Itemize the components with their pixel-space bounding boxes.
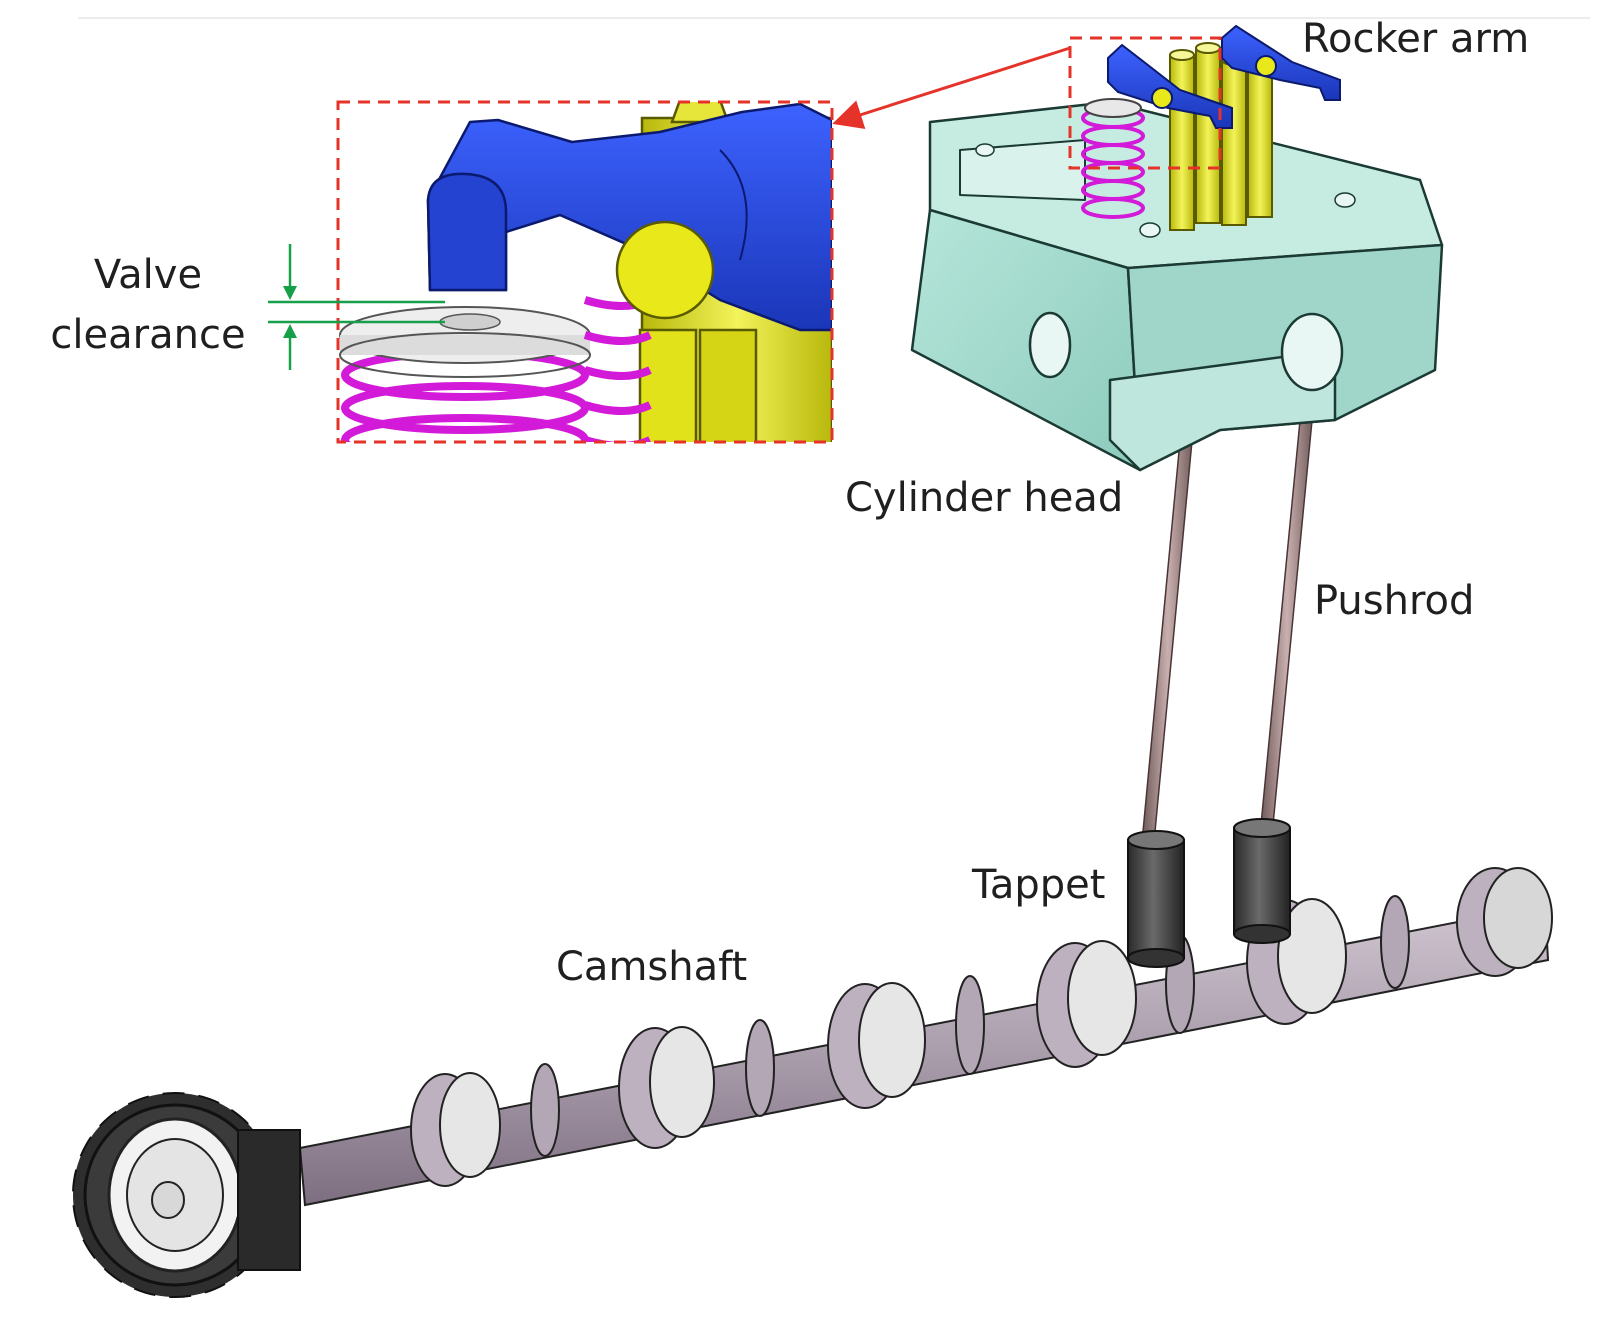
cam-lobe xyxy=(1456,867,1553,977)
inset-rocker-pivot xyxy=(615,220,715,320)
tappet-right xyxy=(1233,818,1291,944)
head-port-left xyxy=(1028,311,1072,379)
cam-lobes xyxy=(410,867,1553,1187)
label-tappet: Tappet xyxy=(972,862,1106,908)
label-valve-clearance-line1: Valve xyxy=(93,252,203,298)
cam-lobe xyxy=(827,982,926,1109)
zoom-arrow xyxy=(832,46,1071,129)
camshaft-gear xyxy=(72,1092,301,1298)
cam-lobe xyxy=(1036,940,1137,1068)
cam-lobe xyxy=(618,1026,715,1149)
label-camshaft: Camshaft xyxy=(556,944,748,990)
label-pushrod: Pushrod xyxy=(1314,578,1475,624)
tappets xyxy=(1127,818,1291,968)
pushrods xyxy=(1141,399,1315,843)
zoom-inset xyxy=(336,100,834,444)
label-cylinder-head: Cylinder head xyxy=(845,475,1124,521)
pushrod-right xyxy=(1259,399,1315,836)
zoom-inset-border xyxy=(336,100,834,444)
camshaft xyxy=(298,867,1553,1207)
tappet-left xyxy=(1127,830,1185,968)
rocker-arms xyxy=(1107,24,1341,129)
valve-clearance-dimension xyxy=(268,244,445,370)
label-valve-clearance-line2: clearance xyxy=(50,312,246,358)
pushrod-left xyxy=(1141,419,1195,843)
label-rocker-arm: Rocker arm xyxy=(1302,16,1530,62)
valve-spring-on-head xyxy=(1081,107,1145,219)
head-port-right xyxy=(1280,312,1344,392)
cam-lobe xyxy=(410,1072,501,1187)
